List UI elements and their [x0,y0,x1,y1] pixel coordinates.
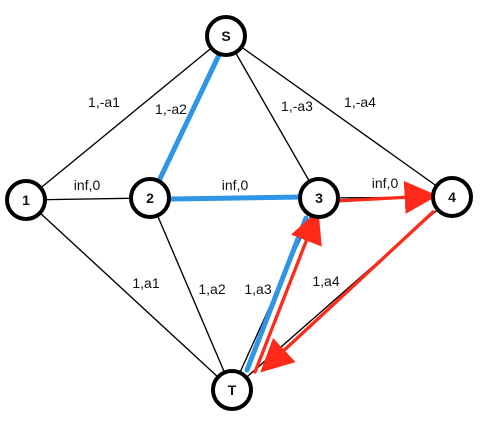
highlight-edge-t-3-red [253,209,322,374]
node-s: S [205,15,247,57]
node-1: 1 [5,179,47,221]
node-label-t: T [228,382,237,398]
node-label-s: S [221,28,230,44]
edge-label-1-t: 1,a1 [132,275,159,291]
highlight-edge-2-3 [168,194,305,202]
highlight-edge-3-4 [334,180,438,214]
node-label-3: 3 [315,190,323,206]
node-label-1: 1 [22,192,30,208]
edge-s-4 [225,35,453,198]
edge-s-3 [225,35,320,199]
edge-label-s-3: 1,-a3 [281,98,313,114]
edge-2-t [149,197,233,391]
node-t: T [211,369,253,411]
node-label-4: 4 [448,189,456,205]
edge-label-3-t: 1,a3 [244,281,271,297]
edge-label-2-3: inf,0 [222,177,249,193]
edge-s-1 [25,35,227,201]
edge-label-s-2: 1,-a2 [155,101,187,117]
node-3: 3 [298,177,340,219]
edge-label-s-4: 1,-a4 [344,94,376,110]
edge-label-4-t: 1,a4 [312,273,339,289]
node-label-2: 2 [146,190,154,206]
node-4: 4 [431,176,473,218]
edge-label-3-4: inf,0 [372,175,399,191]
edge-label-s-1: 1,-a1 [88,94,120,110]
node-2: 2 [129,177,171,219]
highlight-edge-4-t [260,210,435,373]
edge-1-t [25,199,233,391]
edge-label-1-2: inf,0 [74,177,101,193]
edge-label-2-t: 1,a2 [198,281,225,297]
highlight-edge-s-2 [154,52,222,188]
